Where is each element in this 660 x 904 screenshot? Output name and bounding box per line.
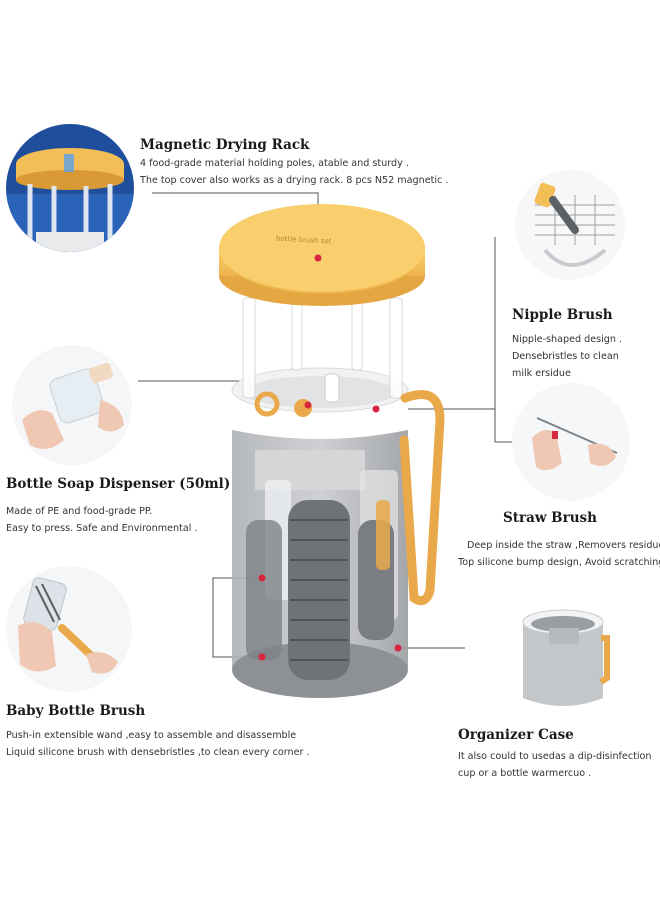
soap-dispenser-desc-line: Easy to press. Safe and Environmental . — [6, 523, 198, 534]
soap-dispenser-description: Made of PE and food-grade PP. Easy to pr… — [6, 503, 197, 537]
straw-brush-desc-line: Deep inside the straw ,Removers residue. — [467, 540, 660, 551]
nipple-brush-title: Nipple Brush — [512, 307, 613, 323]
soap-dispenser-desc-line: Made of PE and food-grade PP. — [6, 506, 153, 517]
organizer-case-title: Organizer Case — [458, 727, 574, 743]
organizer-case-thumbnail — [505, 598, 623, 716]
bottle-brush-title: Baby Bottle Brush — [6, 703, 146, 719]
nipple-brush-callout-line — [494, 237, 512, 443]
carry-strap — [399, 390, 445, 606]
straw-brush-thumbnail — [512, 383, 630, 501]
drying-rack-title: Magnetic Drying Rack — [140, 137, 310, 153]
bottle-brush-desc-line: Push-in extensible wand ,easy to assembl… — [6, 730, 297, 741]
soap-dispenser-title: Bottle Soap Dispenser (50ml) — [6, 476, 231, 492]
bottle-brush-desc-line: Liquid silicone brush with densebristles… — [6, 747, 310, 758]
nipple-brush-description: Nipple-shaped design . Densebristles to … — [512, 331, 622, 382]
drying-rack-thumbnail — [6, 124, 134, 252]
straw-brush-desc-line: Top silicone bump design, Avoid scratchi… — [458, 557, 660, 568]
organizer-case-description: It also could to usedas a dip-disinfecti… — [458, 748, 651, 782]
straw-brush-description: Deep inside the straw ,Removers residue.… — [458, 537, 660, 571]
organizer-case-desc-line: cup or a bottle warmercuo . — [458, 768, 592, 779]
nipple-brush-desc-line: Nipple-shaped design . — [512, 334, 623, 345]
soap-dispenser-thumbnail — [12, 345, 132, 465]
pointer-dots — [258, 254, 402, 661]
bottle-brush-description: Push-in extensible wand ,easy to assembl… — [6, 727, 310, 761]
nipple-brush-thumbnail — [515, 170, 625, 280]
nipple-brush-desc-line: Densebristles to clean — [512, 351, 619, 362]
straw-brush-title: Straw Brush — [503, 510, 597, 526]
bottle-brush-thumbnail — [6, 566, 132, 692]
drying-rack-desc-line: 4 food-grade material holding poles, ata… — [140, 158, 409, 169]
organizer-case-desc-line: It also could to usedas a dip-disinfecti… — [458, 751, 652, 762]
silicone-brush — [288, 500, 350, 680]
drying-rack-description: 4 food-grade material holding poles, ata… — [140, 155, 448, 189]
nipple-brush-desc-line: milk ersidue — [512, 368, 571, 379]
drying-rack-desc-line: The top cover also works as a drying rac… — [140, 175, 449, 186]
